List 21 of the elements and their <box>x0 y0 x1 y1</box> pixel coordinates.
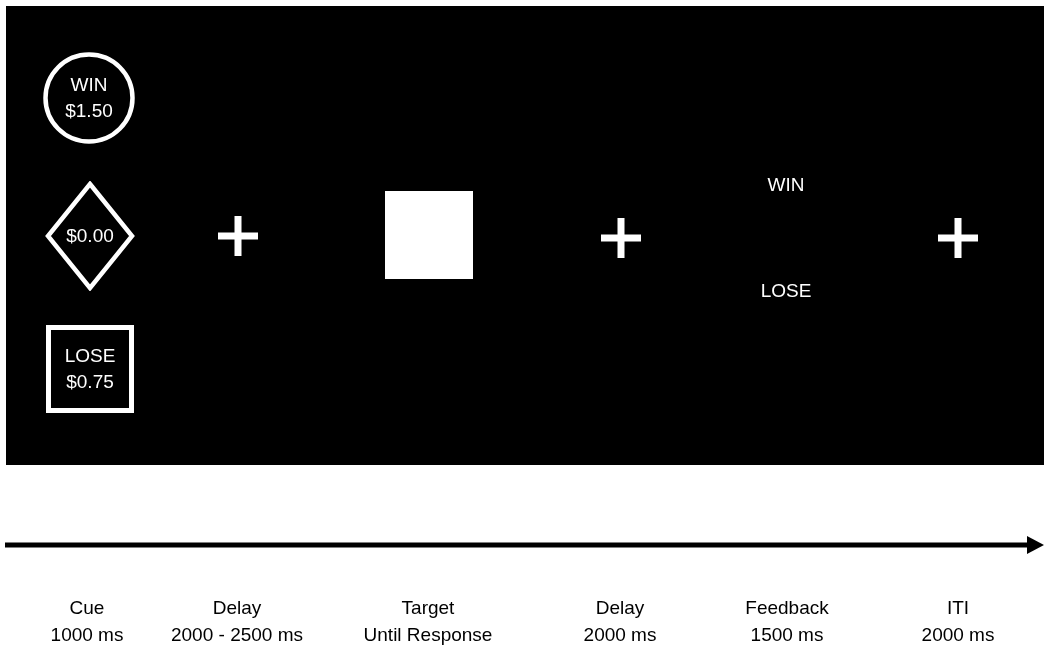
phase-label: Delay <box>595 595 645 619</box>
duration-label: 2000 - 2500 ms <box>171 622 303 646</box>
duration-label: 1500 ms <box>750 622 824 646</box>
target-square <box>385 191 473 279</box>
feedback-text: LOSE <box>760 278 812 302</box>
cue-diamond <box>45 181 135 291</box>
duration-label: Until Response <box>363 622 493 646</box>
phase-label: Target <box>401 595 455 619</box>
feedback-text: WIN <box>767 172 805 196</box>
cue-circle <box>43 52 135 144</box>
phase-label: Delay <box>212 595 262 619</box>
duration-label: 2000 ms <box>921 622 995 646</box>
duration-label: 1000 ms <box>50 622 124 646</box>
cue-text: LOSE $0.75 <box>63 344 117 394</box>
phase-label: Cue <box>69 595 105 619</box>
phase-label: Feedback <box>745 595 829 619</box>
cue-text: WIN $1.50 <box>64 73 114 123</box>
cue-square <box>46 325 134 413</box>
phase-label: ITI <box>946 595 970 619</box>
cue-text: $0.00 <box>65 224 115 248</box>
duration-label: 2000 ms <box>583 622 657 646</box>
